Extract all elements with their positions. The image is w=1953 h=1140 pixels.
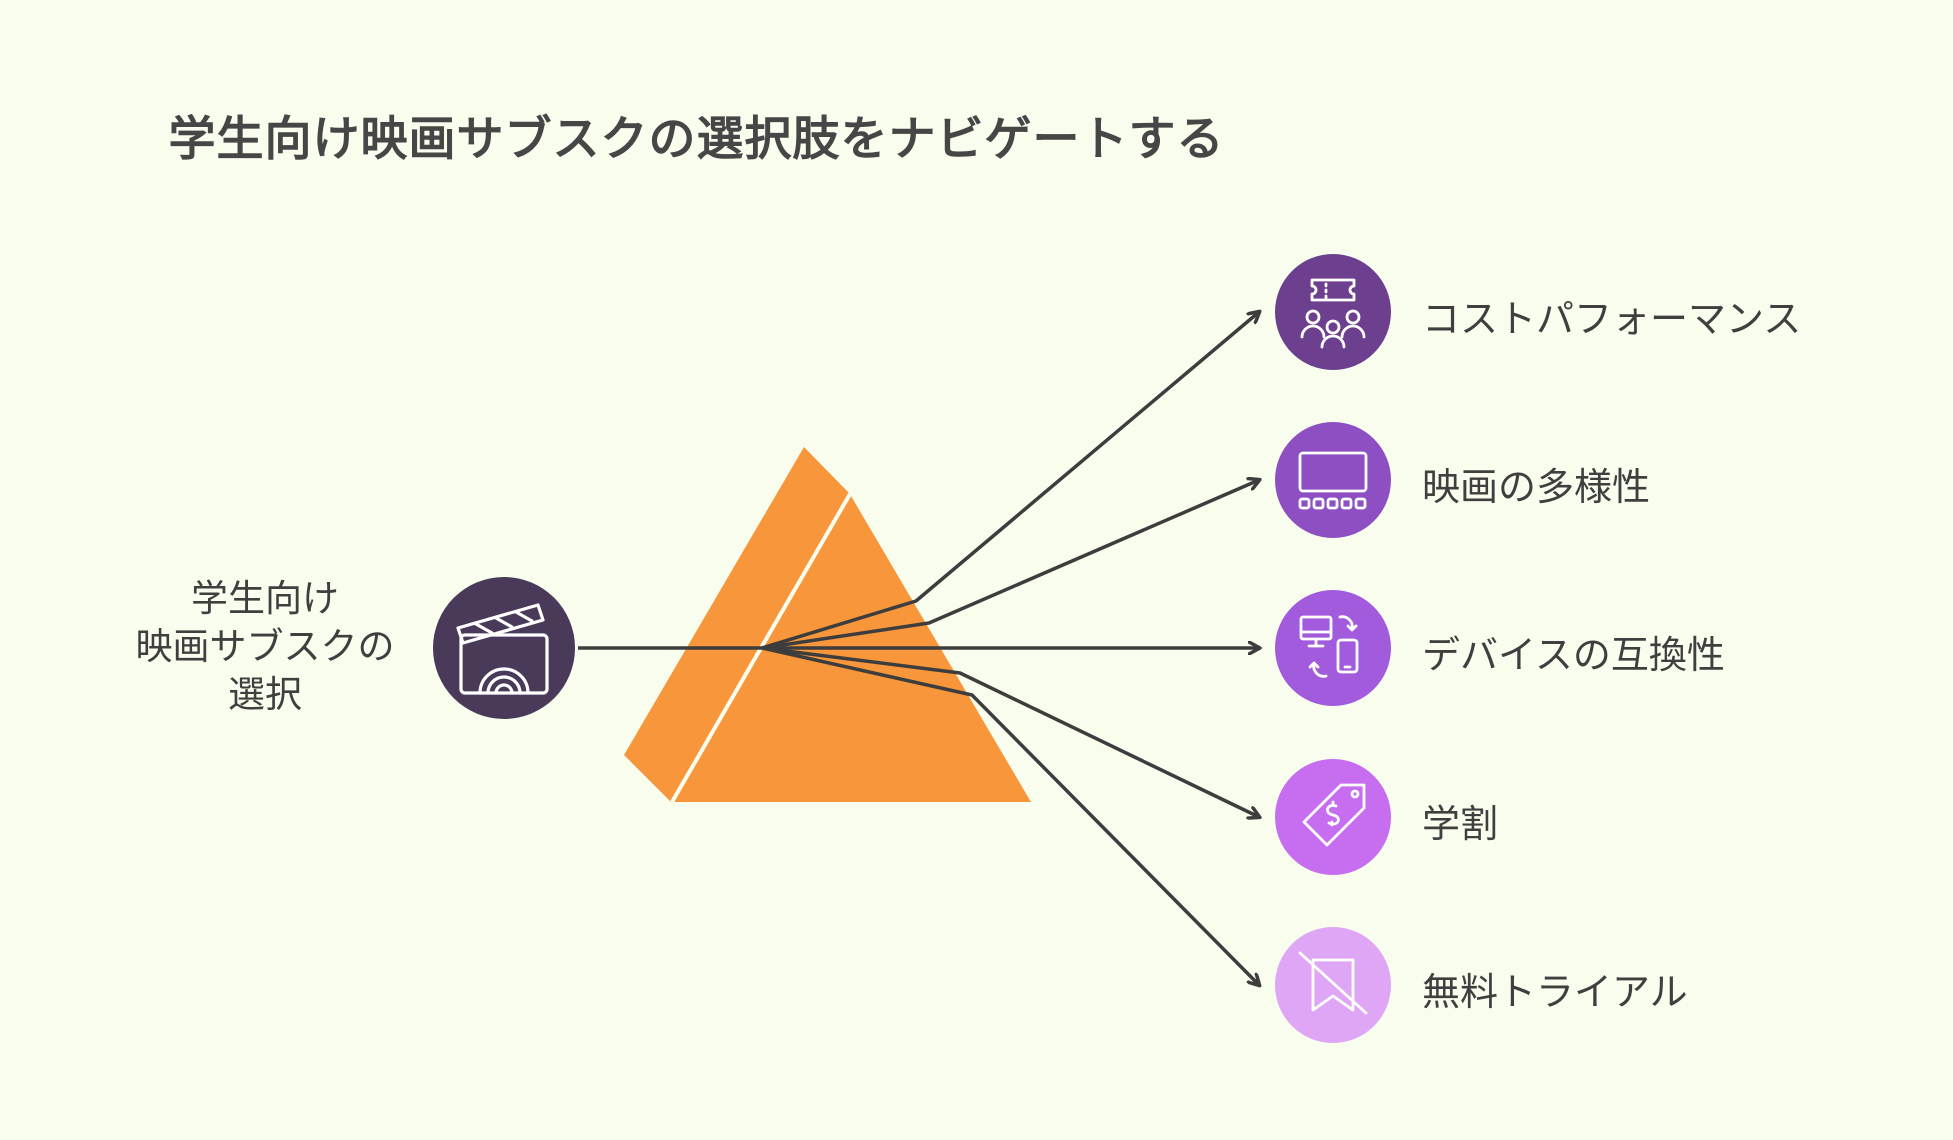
option-label-student-discount: 学割 <box>1422 802 1499 846</box>
outgoing-rays <box>761 312 1259 985</box>
option-node-4 <box>1275 759 1391 875</box>
prism <box>624 447 1031 804</box>
option-circle <box>1275 590 1391 706</box>
option-label-cost-performance: コストパフォーマンス <box>1422 297 1802 341</box>
ray-to-option-2 <box>761 480 1259 650</box>
devices-sync-icon <box>1299 615 1359 678</box>
option-label-device-compatibility: デバイスの互換性 <box>1422 633 1725 677</box>
option-circle <box>1275 927 1391 1043</box>
bookmark-off-icon <box>1298 951 1368 1015</box>
source-label-line: 選択 <box>228 673 302 716</box>
option-label-free-trial: 無料トライアル <box>1422 970 1688 1014</box>
source-circle <box>433 577 575 719</box>
price-tag-icon <box>1302 783 1366 847</box>
clapperboard-icon <box>456 603 549 695</box>
source-node <box>433 577 575 719</box>
prism-side-face <box>624 447 849 802</box>
source-label: 学生向け 映画サブスクの 選択 <box>100 575 430 719</box>
option-circle <box>1275 254 1391 370</box>
ticket-audience-icon <box>1300 278 1366 349</box>
option-node-1 <box>1275 254 1391 370</box>
source-label-line: 映画サブスクの <box>135 625 395 668</box>
source-label-line: 学生向け <box>191 577 339 620</box>
option-node-2 <box>1275 422 1391 538</box>
cinema-screen-icon <box>1298 451 1368 510</box>
option-label-movie-variety: 映画の多様性 <box>1422 465 1651 509</box>
page-title: 学生向け映画サブスクの選択肢をナビゲートする <box>168 112 1225 167</box>
option-circle <box>1275 422 1391 538</box>
option-node-3 <box>1275 590 1391 706</box>
option-circle <box>1275 759 1391 875</box>
ray-to-option-4 <box>761 646 1259 817</box>
ray-to-option-1 <box>761 312 1259 650</box>
option-node-5 <box>1275 927 1391 1043</box>
ray-to-option-5 <box>761 646 1259 985</box>
